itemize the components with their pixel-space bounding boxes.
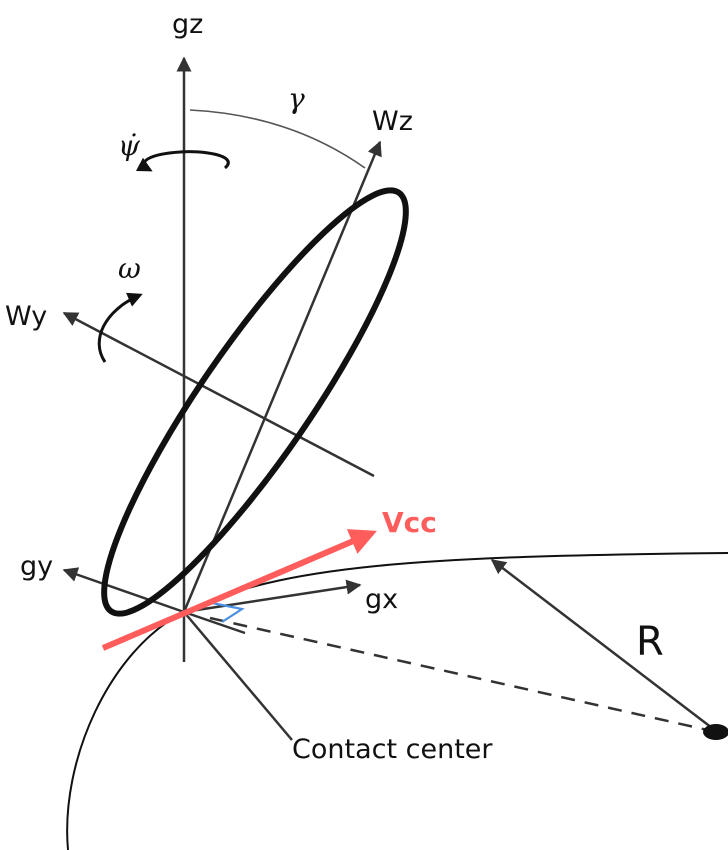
contact-center-label: Contact center — [292, 734, 493, 765]
wy-axis — [62, 311, 375, 478]
camber-angle-label: γ — [288, 82, 305, 115]
gx-axis — [183, 579, 362, 614]
vcc-vector — [101, 529, 377, 651]
gx-label: gx — [365, 584, 398, 615]
curve-center-point — [703, 724, 728, 740]
wy-label: Wy — [5, 301, 47, 332]
wz-label: Wz — [372, 106, 413, 137]
yaw-rate-label: ψ̇ — [118, 129, 141, 162]
right-angle-marker — [211, 601, 245, 623]
spin-rate-label: ω — [118, 252, 141, 285]
spin-rotation-arrow-icon — [97, 292, 143, 363]
radius-arrow — [490, 559, 717, 732]
camber-angle-arc — [189, 109, 366, 169]
gy-axis — [62, 567, 185, 614]
radius-label: R — [636, 619, 664, 665]
radius-dashed-line — [209, 616, 713, 733]
contact-center-leader — [183, 611, 293, 741]
wheel-ellipse — [101, 187, 409, 617]
gy-label: gy — [20, 551, 53, 582]
wz-axis — [182, 140, 382, 613]
yaw-rotation-arrow-icon — [135, 150, 230, 172]
lateral-line — [183, 610, 246, 635]
gz-label: gz — [172, 9, 203, 40]
vcc-label: Vcc — [382, 506, 437, 539]
